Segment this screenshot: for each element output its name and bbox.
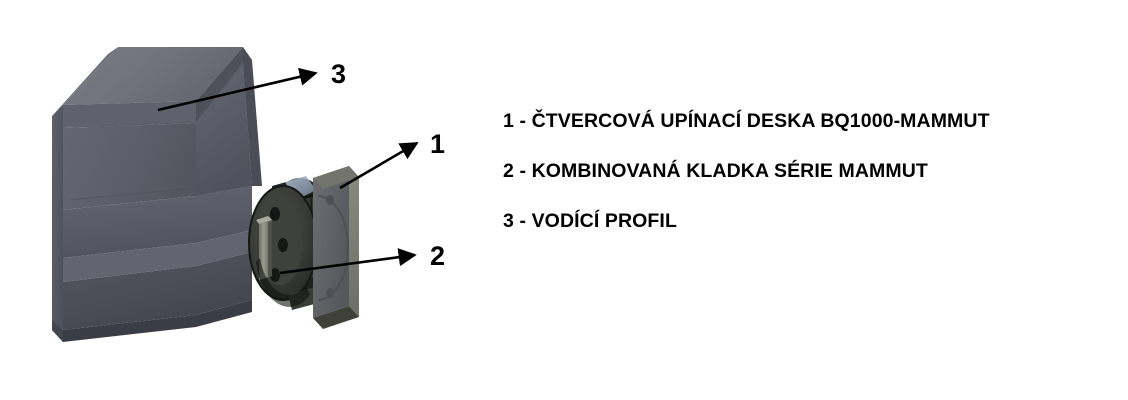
profile-central-face [63, 186, 252, 258]
roller-locating-pin-top-cap [256, 216, 272, 224]
callout-number-1: 1 [430, 129, 446, 159]
profile-front-face [196, 63, 252, 196]
legend-item-2: 2 - KOMBINOVANÁ KLADKA SÉRIE MAMMUT [503, 160, 928, 182]
profile-lower-step [63, 230, 252, 282]
leader-lines [157, 67, 419, 275]
profile-web-shadow-line [69, 177, 253, 201]
leader-line-2 [279, 248, 417, 275]
profile-top-flange-outer-face [196, 47, 243, 123]
guide-profile-part-3 [52, 47, 262, 342]
profile-recess-shadow-line [89, 63, 244, 128]
square-clamping-plate-part-1 [313, 166, 359, 329]
clamp-plate-face [313, 166, 349, 318]
clamp-plate-side-edge [349, 166, 359, 317]
legend-item-3: 3 - VODÍCÍ PROFIL [503, 210, 677, 232]
roller-bolt-hole-top [270, 207, 280, 221]
profile-web-face [63, 123, 196, 210]
clamp-plate-bolt-boss [326, 195, 334, 205]
clamp-plate-top-edge [313, 166, 359, 189]
callout-number-3: 3 [331, 59, 347, 89]
clamp-plate-bolt-boss-lower [326, 288, 334, 298]
roller-hub-shadow [256, 258, 310, 307]
clamp-plate-bottom-edge [313, 306, 359, 329]
legend: 1 - ČTVERCOVÁ UPÍNACÍ DESKA BQ1000-MAMMU… [503, 110, 1083, 262]
profile-far-end-face [243, 47, 262, 186]
profile-top-flange-surface [63, 47, 243, 105]
roller-bolt-hole-bottom [270, 268, 280, 282]
profile-lower-flange-bottom [63, 300, 252, 342]
roller-bolt-hole-middle [278, 238, 288, 252]
leader-line-1 [339, 141, 419, 190]
profile-upper-left-chamfer [52, 47, 118, 116]
legend-item-1: 1 - ČTVERCOVÁ UPÍNACÍ DESKA BQ1000-MAMMU… [503, 110, 990, 132]
profile-left-end-bottom [52, 320, 63, 342]
leader-line-3 [157, 67, 318, 112]
roller-locating-pin-shadow [268, 221, 272, 277]
profile-lower-flange-face [63, 252, 252, 330]
callout-number-2: 2 [430, 241, 446, 271]
profile-left-end-face [52, 105, 63, 342]
